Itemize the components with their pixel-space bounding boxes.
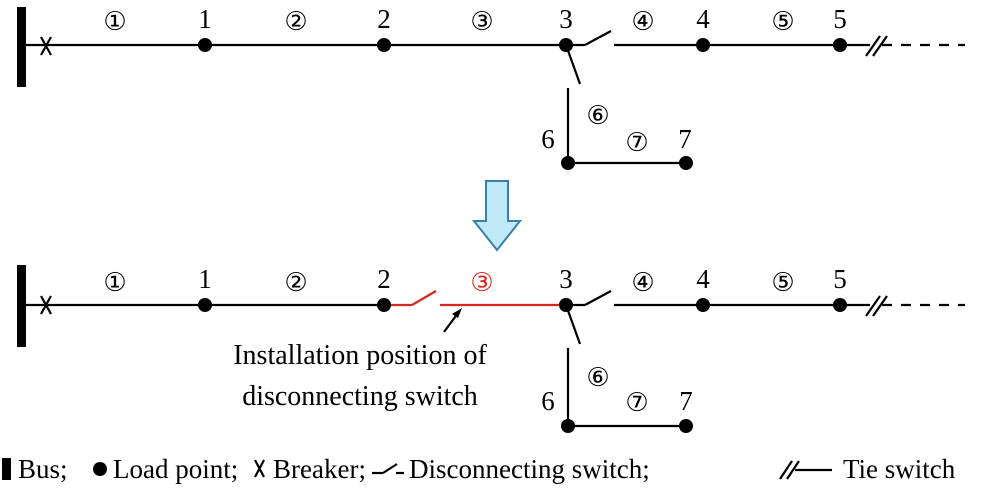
top-tie-switch-mark-b <box>872 35 888 57</box>
legend-bus-icon <box>2 458 11 480</box>
bottom-disconnect-switch-blade <box>584 290 612 306</box>
top-load-point-5 <box>833 38 847 52</box>
top-diagram: 1 2 3 4 5 6 7 ① ② ③ ④ ⑤ ⑥ ⑦ <box>17 4 965 170</box>
top-section-label-2: ② <box>284 7 307 37</box>
annotation-arrowhead-icon <box>452 308 462 318</box>
top-section-label-6: ⑥ <box>586 101 609 131</box>
bottom-node-label-3: 3 <box>559 264 573 294</box>
legend-tie-switch-icon <box>779 460 832 480</box>
top-node-label-6: 6 <box>541 124 555 154</box>
top-load-point-4 <box>696 38 710 52</box>
bottom-diagram: 1 2 3 4 5 6 7 ① ② ③ ④ ⑤ ⑥ ⑦ Installation… <box>17 264 965 433</box>
legend-breaker-label: Breaker; <box>273 454 366 484</box>
bottom-tie-switch-mark-a <box>865 295 881 317</box>
top-section-label-4: ④ <box>631 7 654 37</box>
bottom-load-point-2 <box>377 298 391 312</box>
legend-tie-switch-label: Tie switch <box>843 454 956 484</box>
legend-breaker-icon <box>254 459 265 478</box>
top-node-label-1: 1 <box>198 4 212 34</box>
legend-load-point-icon <box>93 462 107 476</box>
legend-bus-label: Bus; <box>18 454 68 484</box>
bottom-node-label-1: 1 <box>198 264 212 294</box>
bottom-node-label-2: 2 <box>377 264 391 294</box>
top-load-point-7 <box>679 156 693 170</box>
annotation-line-2: disconnecting switch <box>242 381 478 412</box>
top-load-point-2 <box>377 38 391 52</box>
annotation-line-1: Installation position of <box>233 340 487 371</box>
top-section-label-1: ① <box>103 7 126 37</box>
top-node-label-5: 5 <box>833 4 847 34</box>
top-section-label-3: ③ <box>470 7 493 37</box>
top-tie-switch-mark-a <box>865 35 881 57</box>
bottom-load-point-7 <box>679 419 693 433</box>
top-section-label-7: ⑦ <box>625 128 648 158</box>
bottom-bus-bar <box>17 265 26 347</box>
bottom-load-point-6 <box>561 419 575 433</box>
top-node-label-4: 4 <box>696 4 710 34</box>
new-disconnect-switch-blade <box>411 290 437 306</box>
bottom-section-label-5: ⑤ <box>771 268 794 298</box>
top-node-label-7: 7 <box>678 124 692 154</box>
bottom-load-point-5 <box>833 298 847 312</box>
top-disconnect-switch-blade <box>584 30 612 46</box>
bottom-load-point-3 <box>559 298 573 312</box>
top-bus-bar <box>17 7 26 87</box>
bottom-load-point-1 <box>198 298 212 312</box>
top-load-point-1 <box>198 38 212 52</box>
bottom-section-label-7: ⑦ <box>625 388 648 418</box>
legend-disconnect-switch-label: Disconnecting switch; <box>409 454 650 484</box>
legend-load-point-label: Load point; <box>113 454 238 484</box>
top-node-label-3: 3 <box>559 4 573 34</box>
bottom-section-label-6: ⑥ <box>586 363 609 393</box>
top-section-label-5: ⑤ <box>771 7 794 37</box>
bottom-section-label-3-highlighted: ③ <box>470 268 493 298</box>
bottom-node-label-5: 5 <box>833 264 847 294</box>
down-arrow-icon <box>471 180 523 252</box>
bottom-section-label-1: ① <box>103 268 126 298</box>
top-load-point-3 <box>559 38 573 52</box>
legend: Bus; Load point; Breaker; Disconnecting … <box>2 454 956 484</box>
bottom-node-label-4: 4 <box>696 264 710 294</box>
bottom-section-label-4: ④ <box>631 268 654 298</box>
bottom-load-point-4 <box>696 298 710 312</box>
bottom-tie-switch-mark-b <box>872 295 888 317</box>
top-node-label-2: 2 <box>377 4 391 34</box>
bottom-section-label-2: ② <box>284 268 307 298</box>
bottom-node-label-6: 6 <box>541 386 555 416</box>
bottom-node-label-7: 7 <box>679 386 693 416</box>
legend-disconnect-switch-icon <box>372 463 404 475</box>
top-load-point-6 <box>561 156 575 170</box>
